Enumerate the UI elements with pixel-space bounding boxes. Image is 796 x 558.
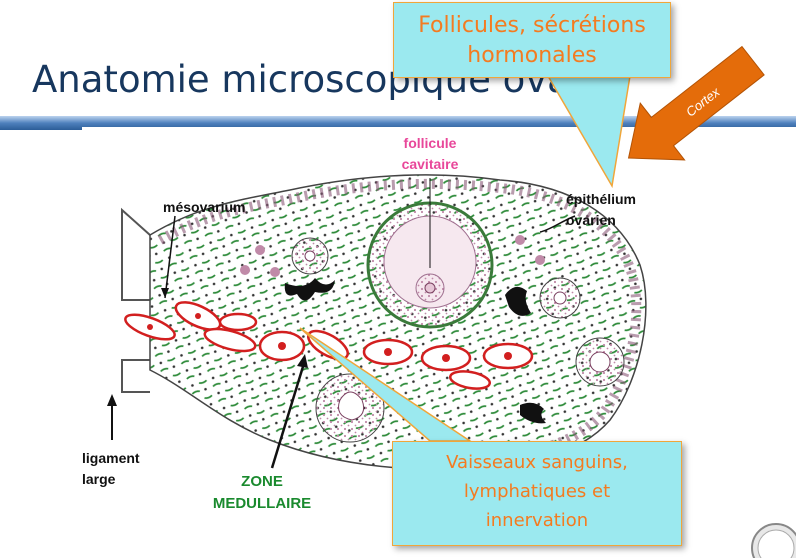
label-mesovarium: mésovarium (163, 199, 245, 215)
callout-vaisseaux: Vaisseaux sanguins, lymphatiques et inne… (392, 441, 682, 546)
label-ovarien: ovarien (566, 212, 616, 228)
callout-top-line1: Follicules, sécrétions (394, 11, 670, 41)
label-follicule: follicule (404, 135, 457, 151)
label-zone: ZONE (241, 473, 283, 490)
callout-bottom-line2: lymphatiques et (393, 477, 681, 506)
ligament-upper-line (122, 210, 150, 300)
top-callout-tail (548, 76, 630, 186)
callout-bottom-line3: innervation (393, 506, 681, 535)
label-medullaire: MEDULLAIRE (213, 495, 311, 512)
label-ligament: ligament (82, 450, 140, 466)
label-cavitaire: cavitaire (402, 156, 459, 172)
ligament-lower-line (122, 360, 150, 392)
callout-follicules: Follicules, sécrétions hormonales (393, 2, 671, 78)
callout-top-line2: hormonales (394, 41, 670, 71)
callout-bottom-line1: Vaisseaux sanguins, (393, 448, 681, 477)
label-large: large (82, 471, 116, 487)
label-epithelium: épithélium (566, 191, 636, 207)
